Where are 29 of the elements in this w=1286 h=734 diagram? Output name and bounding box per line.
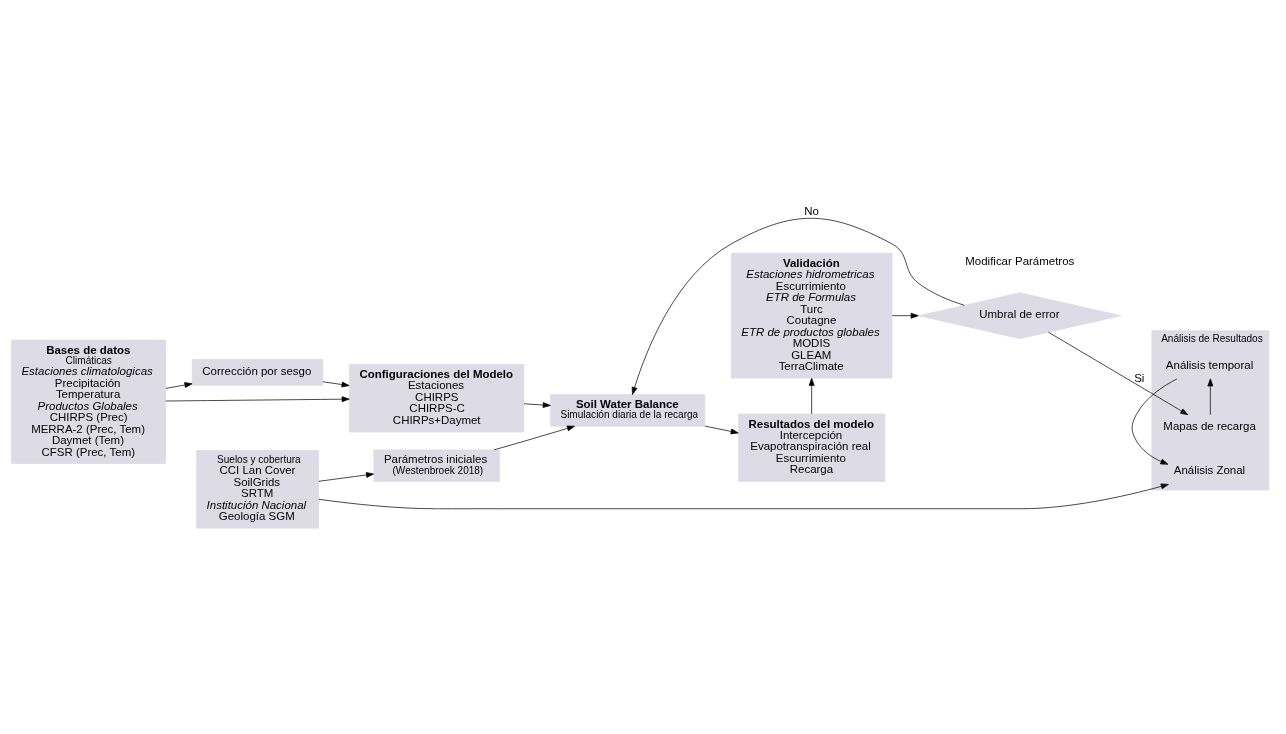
node-text: Análisis temporal	[1165, 358, 1254, 371]
node-box: Soil Water Balance Simulación diaria de la recarga	[550, 394, 706, 427]
node-box: Corrección por sesgo	[191, 359, 324, 386]
node-text: Análisis Zonal	[1173, 464, 1246, 477]
node-text: Mapas de recarga	[1163, 420, 1256, 433]
node-box: Resultados del modelo Intercepción Evapotranspiración real Escurrimiento Recarga	[738, 413, 886, 482]
arrow	[1131, 378, 1178, 465]
arrow	[318, 483, 1169, 510]
arrow	[165, 396, 350, 403]
arrow	[523, 402, 551, 408]
label: Modificar Parámetros	[965, 254, 1075, 267]
arrow	[808, 377, 815, 415]
node-box: Configuraciones del Modelo Estaciones CHIRPS CHIRPS-C CHIRPs+Daymet	[349, 364, 525, 433]
node-box: Parámetros iniciales (Westenbroek 2018)	[373, 449, 500, 482]
node-box: Validación Estaciones hidrometricas Escurrimiento ETR de Formulas Turc Coutagne ETR de productos globales MODIS GLEAM TerraClimate	[730, 252, 893, 379]
arrow	[493, 425, 575, 451]
arrow	[891, 312, 919, 319]
arrow	[1207, 378, 1214, 415]
node-box: Bases de datos Climáticas Estaciones climatologicas Precipitación Temperatura Productos Globales CHIRPS (Prec) MERRA-2 (Prec, Tem) Daymet (Tem) CFSR (Prec, Tem)	[11, 339, 167, 464]
edge-label: No	[804, 205, 819, 218]
arrow	[1048, 331, 1189, 416]
arrow	[322, 381, 350, 388]
arrow	[318, 472, 374, 482]
node-diamond: Umbral de error	[918, 292, 1122, 339]
arrow	[704, 425, 739, 435]
edge-label: Si	[1134, 371, 1145, 384]
arrow	[631, 217, 965, 395]
node-box: Suelos y cobertura CCI Lan Cover SoilGrids SRTM Institución Nacional Geología SGM	[196, 450, 319, 529]
arrow	[165, 382, 193, 389]
